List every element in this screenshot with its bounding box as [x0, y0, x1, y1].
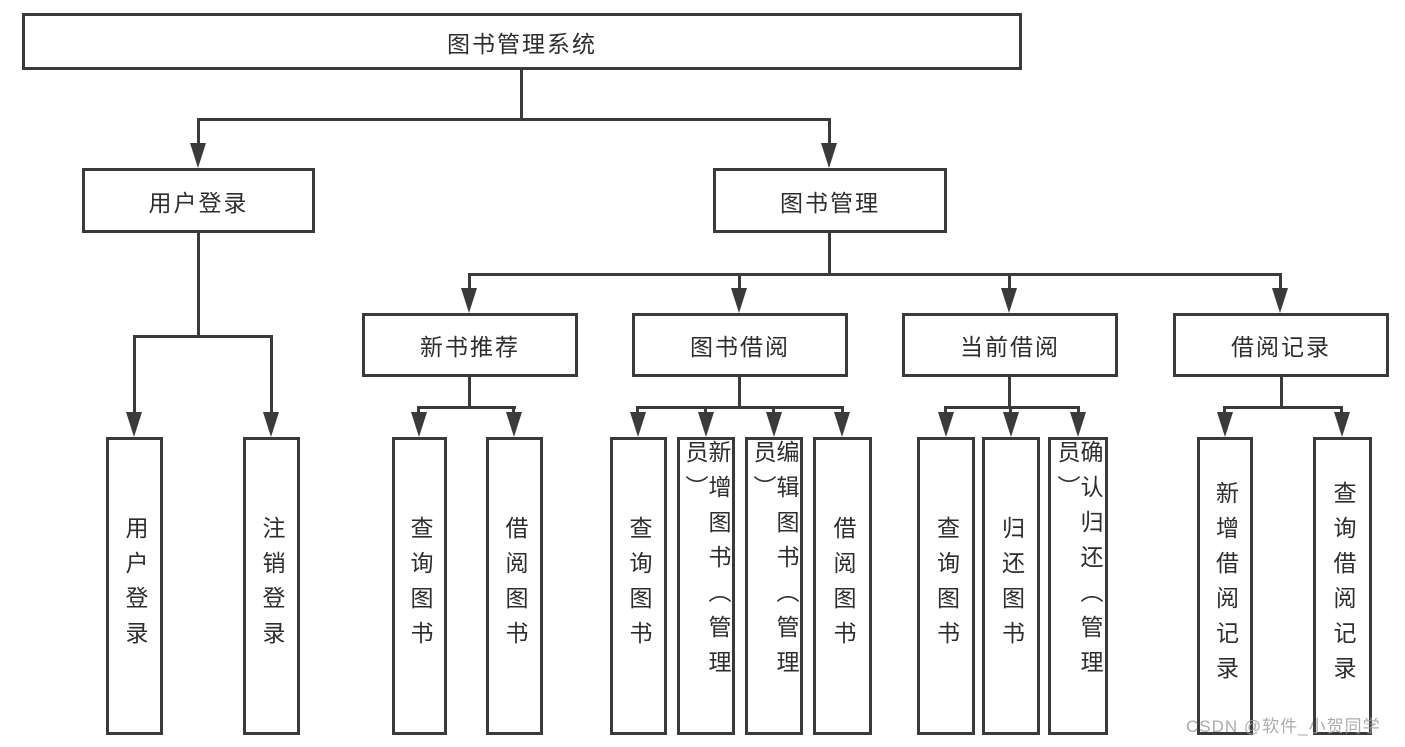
node-label: 借阅图书	[502, 516, 528, 656]
connector-line	[1223, 406, 1226, 416]
arrowhead-down	[821, 143, 837, 168]
leaf-query-books-current: 查询图书	[917, 437, 975, 735]
arrowhead-down	[1334, 412, 1350, 437]
node-label: 确认归还（管理员）	[1054, 440, 1103, 685]
node-label: 查询图书	[626, 516, 652, 656]
connector-line	[417, 406, 420, 416]
node-label: 用户登录	[122, 516, 148, 656]
leaf-query-books-borrowing: 查询图书	[610, 437, 667, 735]
arrowhead-down	[190, 143, 206, 168]
arrowhead-down	[1217, 412, 1233, 437]
connector-line	[520, 69, 523, 119]
leaf-return-books: 归还图书	[982, 437, 1040, 735]
node-label: 图书管理	[780, 189, 880, 216]
node-label: 新增借阅记录	[1212, 481, 1239, 691]
node-library-management-system: 图书管理系统	[22, 13, 1022, 70]
connector-line	[1077, 406, 1080, 416]
node-label: 当前借阅	[960, 334, 1060, 360]
connector-line	[944, 406, 1080, 409]
node-label: 新增图书（管理员）	[682, 440, 731, 685]
node-label: 新书推荐	[420, 334, 520, 360]
connector-line	[828, 118, 831, 146]
arrowhead-down	[766, 412, 782, 437]
connector-line	[738, 273, 741, 291]
node-label: 用户登录	[148, 189, 249, 216]
node-book-management: 图书管理	[713, 168, 947, 233]
connector-line	[133, 335, 273, 338]
node-current-borrowing: 当前借阅	[902, 313, 1118, 377]
connector-line	[1008, 273, 1011, 291]
node-label: 注销登录	[259, 516, 285, 656]
leaf-edit-books-admin: 编辑图书（管理员）	[745, 437, 803, 735]
connector-line	[636, 406, 844, 409]
connector-line	[417, 406, 516, 409]
connector-line	[841, 406, 844, 416]
arrowhead-down	[126, 412, 142, 437]
connector-line	[1009, 406, 1012, 416]
connector-line	[468, 377, 471, 409]
arrowhead-down	[1070, 412, 1086, 437]
node-label: 编辑图书（管理员）	[750, 440, 799, 685]
connector-line	[1008, 377, 1011, 409]
arrowhead-down	[938, 412, 954, 437]
connector-line	[197, 118, 200, 146]
connector-line	[738, 377, 741, 409]
leaf-query-borrowing-record: 查询借阅记录	[1313, 437, 1372, 735]
node-label: 图书借阅	[690, 334, 790, 360]
connector-line	[468, 273, 1282, 276]
connector-line	[1280, 377, 1283, 409]
arrowhead-down	[411, 412, 427, 437]
node-new-book-recommendation: 新书推荐	[362, 313, 578, 377]
node-label: 查询图书	[407, 516, 433, 656]
connector-line	[512, 406, 515, 416]
connector-line	[944, 406, 947, 416]
arrowhead-down	[1001, 288, 1017, 313]
arrowhead-down	[698, 412, 714, 437]
node-label: 借阅图书	[830, 516, 856, 656]
node-book-borrowing: 图书借阅	[632, 313, 848, 377]
arrowhead-down	[1272, 288, 1288, 313]
connector-line	[828, 233, 831, 276]
arrowhead-down	[731, 288, 747, 313]
leaf-add-borrowing-record: 新增借阅记录	[1197, 437, 1253, 735]
connector-line	[636, 406, 639, 416]
node-label: 图书管理系统	[447, 30, 597, 57]
leaf-user-login: 用户登录	[106, 437, 163, 735]
arrowhead-down	[834, 412, 850, 437]
connector-line	[197, 118, 831, 121]
connector-line	[1223, 406, 1343, 409]
connector-line	[1279, 273, 1282, 291]
connector-line	[197, 233, 200, 338]
node-label: 归还图书	[998, 516, 1025, 656]
node-label: 查询借阅记录	[1330, 481, 1356, 691]
node-user-login: 用户登录	[82, 168, 315, 233]
connector-line	[772, 406, 775, 416]
arrowhead-down	[506, 412, 522, 437]
leaf-confirm-return-admin: 确认归还（管理员）	[1048, 437, 1108, 735]
connector-line	[133, 335, 136, 415]
leaf-borrow-books-recommend: 借阅图书	[486, 437, 543, 735]
arrowhead-down	[461, 288, 477, 313]
connector-line	[270, 335, 273, 415]
node-borrowing-records: 借阅记录	[1173, 313, 1389, 377]
leaf-logout: 注销登录	[243, 437, 300, 735]
connector-line	[1340, 406, 1343, 416]
leaf-borrow-books-borrowing: 借阅图书	[813, 437, 872, 735]
arrowhead-down	[630, 412, 646, 437]
connector-line	[468, 273, 471, 291]
leaf-add-books-admin: 新增图书（管理员）	[677, 437, 735, 735]
arrowhead-down	[1003, 412, 1019, 437]
arrowhead-down	[263, 412, 279, 437]
csdn-watermark: CSDN @软件_小贺同学	[1186, 717, 1381, 736]
node-label: 查询图书	[933, 516, 960, 656]
node-label: 借阅记录	[1231, 334, 1331, 360]
connector-line	[704, 406, 707, 416]
leaf-query-books-recommend: 查询图书	[392, 437, 447, 735]
